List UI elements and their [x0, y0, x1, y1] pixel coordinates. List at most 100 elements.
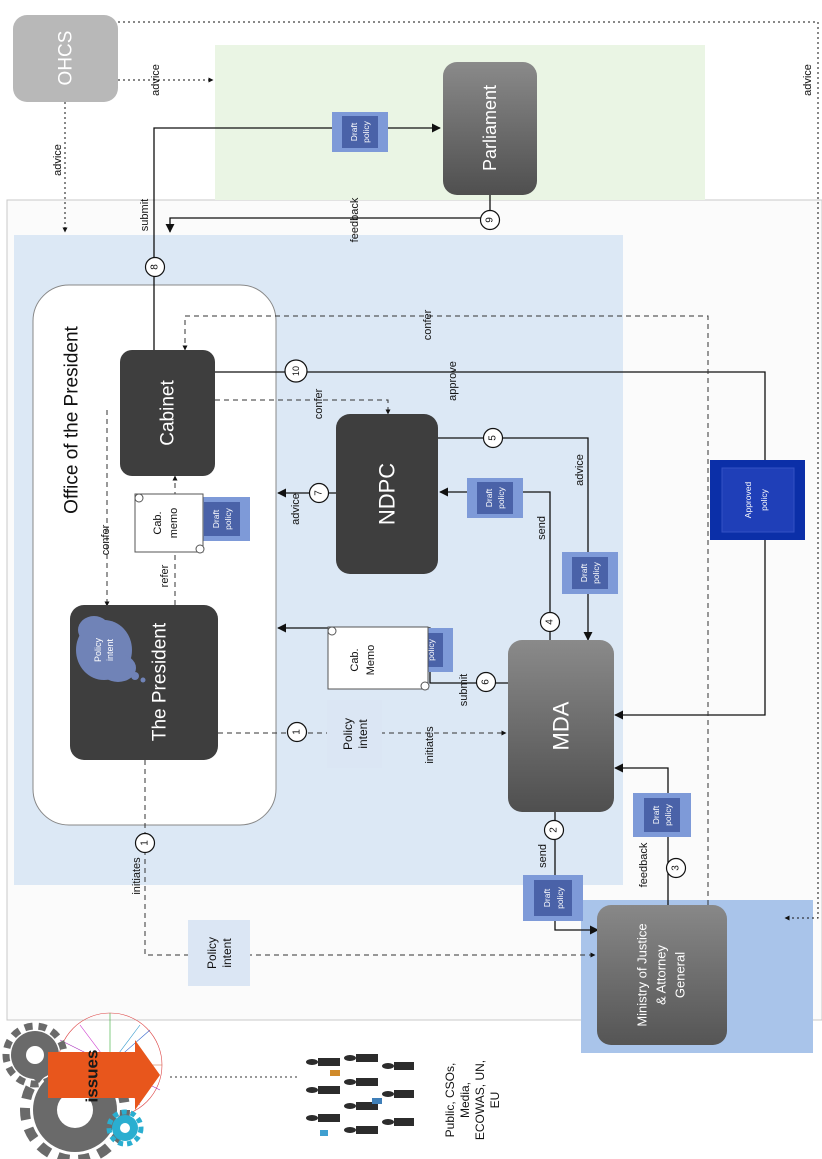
svg-text:6: 6 [481, 679, 492, 685]
policy-intent-cloud: Policy intent [76, 616, 146, 683]
moj-label-2: & Attorney [654, 945, 669, 1005]
label-advice-ndpc-mda: advice [574, 454, 586, 486]
label-send-moj: send [537, 844, 549, 868]
svg-text:8: 8 [150, 264, 161, 270]
mda-node[interactable]: MDA [508, 640, 614, 812]
svg-text:policy: policy [591, 561, 601, 583]
approved-label-1: Approved [743, 482, 753, 519]
svg-text:1: 1 [292, 729, 303, 735]
step-circle-7: 7 [308, 482, 330, 504]
svg-text:Draft: Draft [542, 888, 552, 907]
moj-mda-feedback-line [614, 763, 669, 905]
stakeholders-line-4: EU [488, 1092, 502, 1109]
label-confer-president: confer [100, 524, 112, 555]
moj-label-3: General [673, 952, 688, 998]
stakeholders-line-2: Media, [458, 1082, 472, 1118]
cab-memo-lower-2: Memo [365, 645, 377, 676]
confer-moj-cabinet-line [182, 315, 709, 905]
svg-text:2: 2 [549, 827, 560, 833]
ohcs-advice-moj-line [118, 21, 819, 921]
moj-node[interactable]: Ministry of Justice & Attorney General [597, 905, 727, 1045]
label-initiates-moj: initiates [131, 857, 143, 895]
svg-text:Draft: Draft [484, 488, 494, 507]
label-advice-ohcs-down: advice [52, 144, 64, 176]
teal-gear-icon [106, 1109, 144, 1147]
svg-text:policy: policy [426, 638, 436, 660]
cloud-intent-text: intent [105, 638, 115, 661]
parliament-label: Parliament [480, 85, 500, 171]
svg-text:policy: policy [555, 886, 565, 908]
cab-memo-upper-2: memo [168, 508, 180, 539]
cab-memo-upper-1: Cab. [152, 511, 164, 534]
svg-text:Draft: Draft [349, 122, 359, 141]
step-circle-10: 10 [284, 359, 308, 383]
moj-label-1: Ministry of Justice [635, 923, 650, 1026]
svg-text:intent: intent [220, 938, 234, 968]
approved-policy-document: Approved policy [710, 460, 805, 540]
svg-text:Draft: Draft [579, 563, 589, 582]
label-initiates-mda: initiates [424, 726, 436, 764]
office-title: Office of the President [62, 325, 83, 513]
cloud-policy-text: Policy [93, 638, 103, 663]
svg-text:3: 3 [671, 865, 682, 871]
ohcs-label: OHCS [56, 31, 77, 86]
svg-text:policy: policy [496, 486, 506, 508]
draft-policy-mda-advice: Draft policy [562, 552, 618, 594]
label-submit-parliament: submit [139, 199, 151, 231]
step-circle-1a: 1 [286, 721, 308, 743]
parliament-node[interactable]: Parliament [443, 62, 537, 195]
label-advice-ndpc-office: advice [290, 493, 302, 525]
cabinet-label: Cabinet [158, 380, 179, 446]
svg-text:intent: intent [356, 719, 370, 749]
issues-arrow-icon [48, 1040, 160, 1110]
small-gear-icon [2, 1022, 68, 1088]
president-label: The President [150, 622, 171, 741]
label-refer: refer [159, 564, 171, 587]
step-circle-2: 2 [543, 819, 565, 841]
svg-text:Policy: Policy [205, 937, 219, 969]
issues-gear-graphic: issues [2, 1012, 163, 1159]
draft-policy-moj-send: Draft policy [523, 875, 583, 921]
cabinet-node[interactable]: Cabinet [120, 350, 215, 476]
label-send-ndpc: send [536, 516, 548, 540]
draft-policy-moj-feedback: Draft policy [633, 793, 691, 837]
svg-text:7: 7 [314, 490, 325, 496]
svg-text:policy: policy [663, 803, 673, 825]
ndpc-node[interactable]: NDPC [336, 414, 438, 574]
svg-text:policy: policy [361, 120, 371, 142]
step-circle-4: 4 [539, 611, 561, 633]
stakeholders-line-1: Public, CSOs, [443, 1063, 457, 1138]
label-advice-ohcs-moj: advice [802, 64, 814, 96]
ohcs-node[interactable]: OHCS [13, 15, 118, 102]
draft-policy-parliament: Draft policy [332, 112, 388, 152]
label-submit-mda: submit [458, 674, 470, 706]
label-confer-moj: confer [422, 309, 434, 340]
svg-text:Draft: Draft [211, 509, 221, 528]
issues-badge-text: issues [83, 1050, 102, 1103]
approve-line [215, 371, 766, 720]
svg-text:policy: policy [223, 507, 233, 529]
policy-intent-box-moj: Policy intent [188, 920, 250, 986]
label-feedback-parliament: feedback [349, 197, 361, 242]
svg-text:10: 10 [291, 366, 301, 376]
confer-cabinet-ndpc-line [215, 399, 391, 415]
svg-text:4: 4 [545, 619, 556, 625]
cab-memo-lower: Cab. Memo [327, 626, 430, 691]
label-approve: approve [447, 361, 459, 401]
stakeholders-crowd-image [300, 1050, 415, 1142]
label-advice-ohcs-parliament: advice [150, 64, 162, 96]
initiates-moj-line [144, 760, 596, 958]
label-confer-ndpc: confer [313, 388, 325, 419]
cab-memo-upper: Cab. memo [134, 493, 205, 554]
stakeholders-line-3: ECOWAS, UN, [473, 1060, 487, 1140]
step-circle-9: 9 [479, 209, 501, 231]
draft-policy-ndpc: Draft policy [467, 478, 523, 518]
mda-label: MDA [549, 701, 574, 750]
cab-memo-lower-1: Cab. [349, 648, 361, 671]
step-circle-8: 8 [144, 256, 166, 278]
svg-text:Policy: Policy [341, 718, 355, 750]
approved-label-2: policy [759, 488, 769, 510]
step-circle-5: 5 [482, 427, 504, 449]
label-feedback-moj: feedback [638, 842, 650, 887]
